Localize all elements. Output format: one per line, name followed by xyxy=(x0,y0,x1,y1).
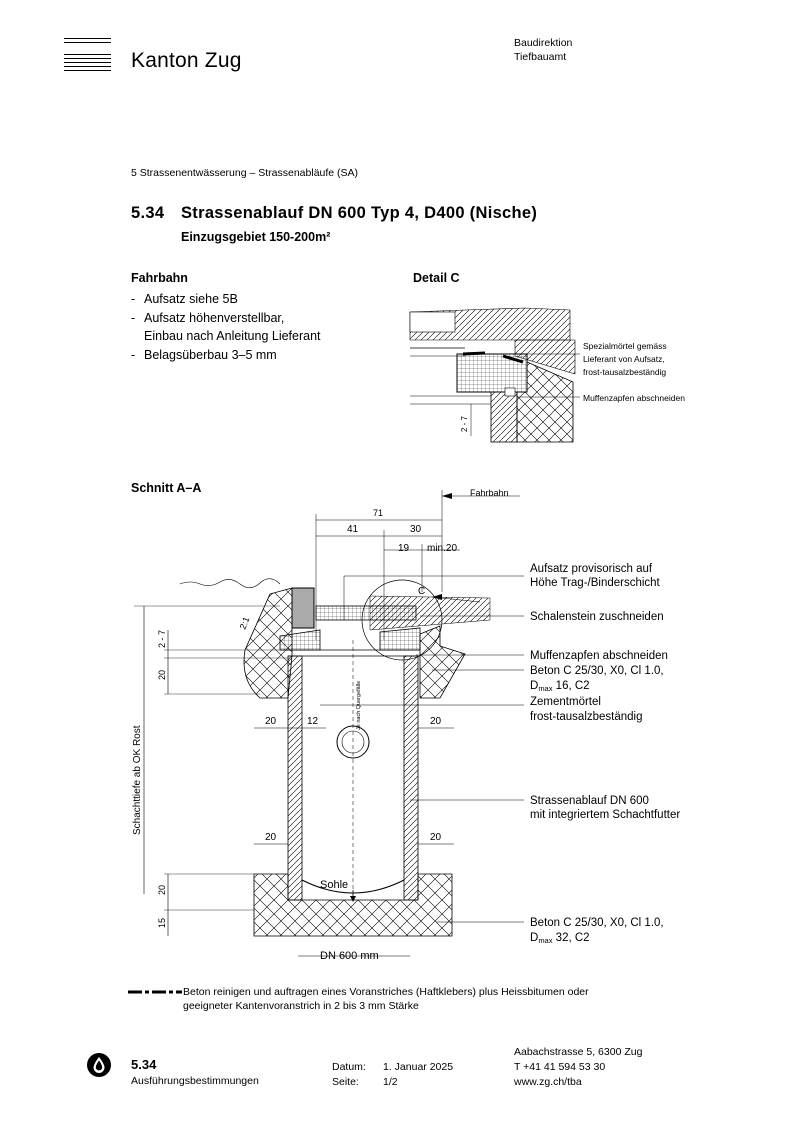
detail-label-mortel-1: Spezialmörtel gemäss xyxy=(583,341,667,351)
dim-19: 19 xyxy=(398,543,410,554)
dim-20-left-bot: 20 xyxy=(265,832,277,843)
label-schalen: Schalenstein zuschneiden xyxy=(530,611,664,623)
fahrbahn-heading: Fahrbahn xyxy=(131,271,188,285)
schnitt-drawing: Fahrbahn 71 41 30 19 min.20 Je nach Quer… xyxy=(132,488,680,962)
label-beton2-1: Beton C 25/30, X0, Cl 1.0, xyxy=(530,917,664,929)
label-aufsatz-2: Höhe Trag-/Binderschicht xyxy=(530,577,661,589)
title-number: 5.34 xyxy=(131,204,165,222)
dim-20-right-top: 20 xyxy=(430,716,442,727)
footer-number: 5.34 xyxy=(131,1057,157,1072)
label-strassen-2: mit integriertem Schachtfutter xyxy=(530,809,680,821)
label-zement-1: Zementmörtel xyxy=(530,696,601,708)
datum-value: 1. Januar 2025 xyxy=(383,1061,454,1073)
section-breadcrumb: 5 Strassenentwässerung – Strassenabläufe… xyxy=(131,167,359,179)
detail-label-muffen: Muffenzapfen abschneiden xyxy=(583,393,685,403)
sohle-label: Sohle xyxy=(320,879,348,891)
label-beton1-2: Dmax 16, C2 xyxy=(530,680,590,693)
vertical-label: Schachttiefe ab OK Rost xyxy=(132,725,143,835)
list-item: -Aufsatz höhenverstellbar, xyxy=(131,310,285,325)
logo-text: Kanton Zug xyxy=(131,49,242,72)
label-muffen: Muffenzapfen abschneiden xyxy=(530,650,668,662)
logo-stripes xyxy=(64,38,111,74)
label-zement-2: frost-tausalzbeständig xyxy=(530,711,643,723)
water-drop-icon xyxy=(87,1053,111,1077)
detail-c-drawing: 2 - 7 Spezialmörtel gemäss Lieferant von… xyxy=(409,307,685,443)
list-item: -Belagsüberbau 3–5 mm xyxy=(131,347,277,362)
dim-20-right-bot: 20 xyxy=(430,832,442,843)
dim-20-left-top: 20 xyxy=(265,716,277,727)
web-link[interactable]: www.zg.ch/tba xyxy=(514,1076,582,1088)
quergefaelle-label: Je nach Quergefälle xyxy=(356,681,362,730)
dim-71: 71 xyxy=(373,508,383,518)
datum-label: Datum: xyxy=(332,1061,366,1073)
department: Baudirektion Tiefbauamt xyxy=(514,37,573,63)
dim-20-v-bot: 20 xyxy=(157,885,167,895)
footer-subtitle: Ausführungsbestimmungen xyxy=(131,1075,259,1087)
dim-12: 12 xyxy=(307,716,319,727)
c-label: C xyxy=(418,586,425,597)
seite-value: 1/2 xyxy=(383,1076,398,1088)
detail-c-heading: Detail C xyxy=(413,271,460,285)
legend-line-icon xyxy=(128,990,182,994)
fahrbahn-label: Fahrbahn xyxy=(470,488,509,498)
title-text: Strassenablauf DN 600 Typ 4, D400 (Nisch… xyxy=(181,204,538,222)
page-title: 5.34 Strassenablauf DN 600 Typ 4, D400 (N… xyxy=(131,204,537,223)
dim-min20: min.20 xyxy=(427,543,457,554)
detail-dim-label: 2 - 7 xyxy=(460,415,469,432)
list-item: -Aufsatz siehe 5B xyxy=(131,292,238,306)
label-beton1-1: Beton C 25/30, X0, Cl 1.0, xyxy=(530,665,664,677)
dim-41: 41 xyxy=(347,524,359,535)
dim-2-1: 2:1 xyxy=(238,615,252,630)
list-item: Einbau nach Anleitung Lieferant xyxy=(144,329,321,343)
seite-label: Seite: xyxy=(332,1076,359,1088)
detail-label-mortel-2: Lieferant von Aufsatz, xyxy=(583,354,665,364)
detail-label-mortel-3: frost-tausalzbeständig xyxy=(583,367,666,377)
schnitt-heading: Schnitt A–A xyxy=(131,481,202,495)
dn-label: DN 600 mm xyxy=(320,950,379,962)
page-subtitle: Einzugsgebiet 150-200m² xyxy=(181,230,331,244)
label-strassen-1: Strassenablauf DN 600 xyxy=(530,795,649,807)
fahrbahn-list: -Aufsatz siehe 5B -Aufsatz höhenverstell… xyxy=(131,290,321,364)
dim-30: 30 xyxy=(410,524,422,535)
dim-2-7: 2 - 7 xyxy=(157,630,167,648)
dim-20a: 20 xyxy=(157,670,167,680)
footer-address: Aabachstrasse 5, 6300 Zug T +41 41 594 5… xyxy=(514,1046,643,1088)
label-aufsatz-1: Aufsatz provisorisch auf xyxy=(530,563,653,575)
legend-text: Beton reinigen und auftragen eines Voran… xyxy=(183,986,589,1012)
dim-15: 15 xyxy=(157,918,167,928)
label-beton2-2: Dmax 32, C2 xyxy=(530,932,590,945)
